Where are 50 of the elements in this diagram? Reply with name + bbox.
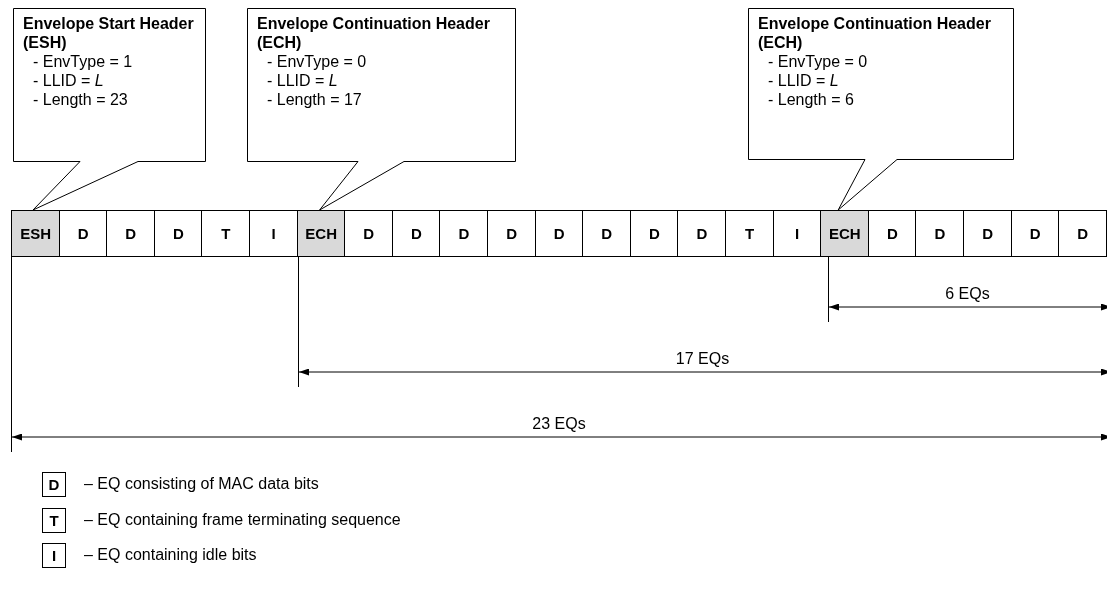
- eq-cell: D: [344, 210, 394, 257]
- field-line: - LLID = L: [33, 71, 104, 90]
- legend-text: – EQ consisting of MAC data bits: [84, 475, 319, 493]
- eq-cell: D: [582, 210, 632, 257]
- field-line: - EnvType = 0: [267, 52, 367, 71]
- eq-cell: D: [391, 210, 441, 257]
- callout-heading: Envelope Continuation Header (ECH): [758, 14, 992, 52]
- legend-sample: D: [42, 472, 66, 497]
- dimension-label: 6 EQs: [945, 285, 990, 303]
- eq-cell: D: [867, 210, 917, 257]
- eq-cell: I: [772, 210, 822, 257]
- callout-heading: Envelope Start Header (ESH): [23, 14, 195, 52]
- eq-cell: ECH: [296, 210, 346, 257]
- callout-heading: Envelope Continuation Header (ECH): [257, 14, 491, 52]
- callout-pointer: [319, 161, 405, 211]
- eq-cell: D: [487, 210, 537, 257]
- field-line: - LLID = L: [267, 71, 338, 90]
- callout-pointer: [837, 159, 898, 211]
- eq-cell: ESH: [11, 210, 61, 257]
- field-line: - Length = 17: [267, 90, 362, 109]
- dimension-label: 23 EQs: [532, 415, 586, 433]
- eq-cell: D: [439, 210, 489, 257]
- field-line: - LLID = L: [768, 71, 839, 90]
- field-line: - EnvType = 0: [768, 52, 868, 71]
- legend-sample: T: [42, 508, 66, 533]
- eq-cell: T: [725, 210, 775, 257]
- eq-cell: D: [629, 210, 679, 257]
- eq-cell: D: [153, 210, 203, 257]
- eq-cell: I: [249, 210, 299, 257]
- eq-cell: D: [1058, 210, 1107, 257]
- eq-cell: D: [58, 210, 108, 257]
- field-line: - EnvType = 1: [33, 52, 133, 71]
- callout-box: [247, 8, 516, 162]
- callout-pointer: [32, 161, 139, 211]
- callout-box: [13, 8, 206, 162]
- eq-cell: D: [534, 210, 584, 257]
- eq-cell: D: [1010, 210, 1060, 257]
- eq-cell: D: [677, 210, 727, 257]
- dimension-label: 17 EQs: [675, 350, 730, 368]
- eq-cell: D: [963, 210, 1013, 257]
- legend-text: – EQ containing idle bits: [84, 546, 257, 564]
- field-line: - Length = 23: [33, 90, 128, 109]
- legend-text: – EQ containing frame terminating sequence: [84, 511, 401, 529]
- eq-cell: T: [201, 210, 251, 257]
- eq-cell: D: [915, 210, 965, 257]
- eq-cell: ECH: [820, 210, 870, 257]
- callout-box: [748, 8, 1014, 160]
- legend-sample: I: [42, 543, 66, 568]
- field-line: - Length = 6: [768, 90, 854, 109]
- eq-cell: D: [106, 210, 156, 257]
